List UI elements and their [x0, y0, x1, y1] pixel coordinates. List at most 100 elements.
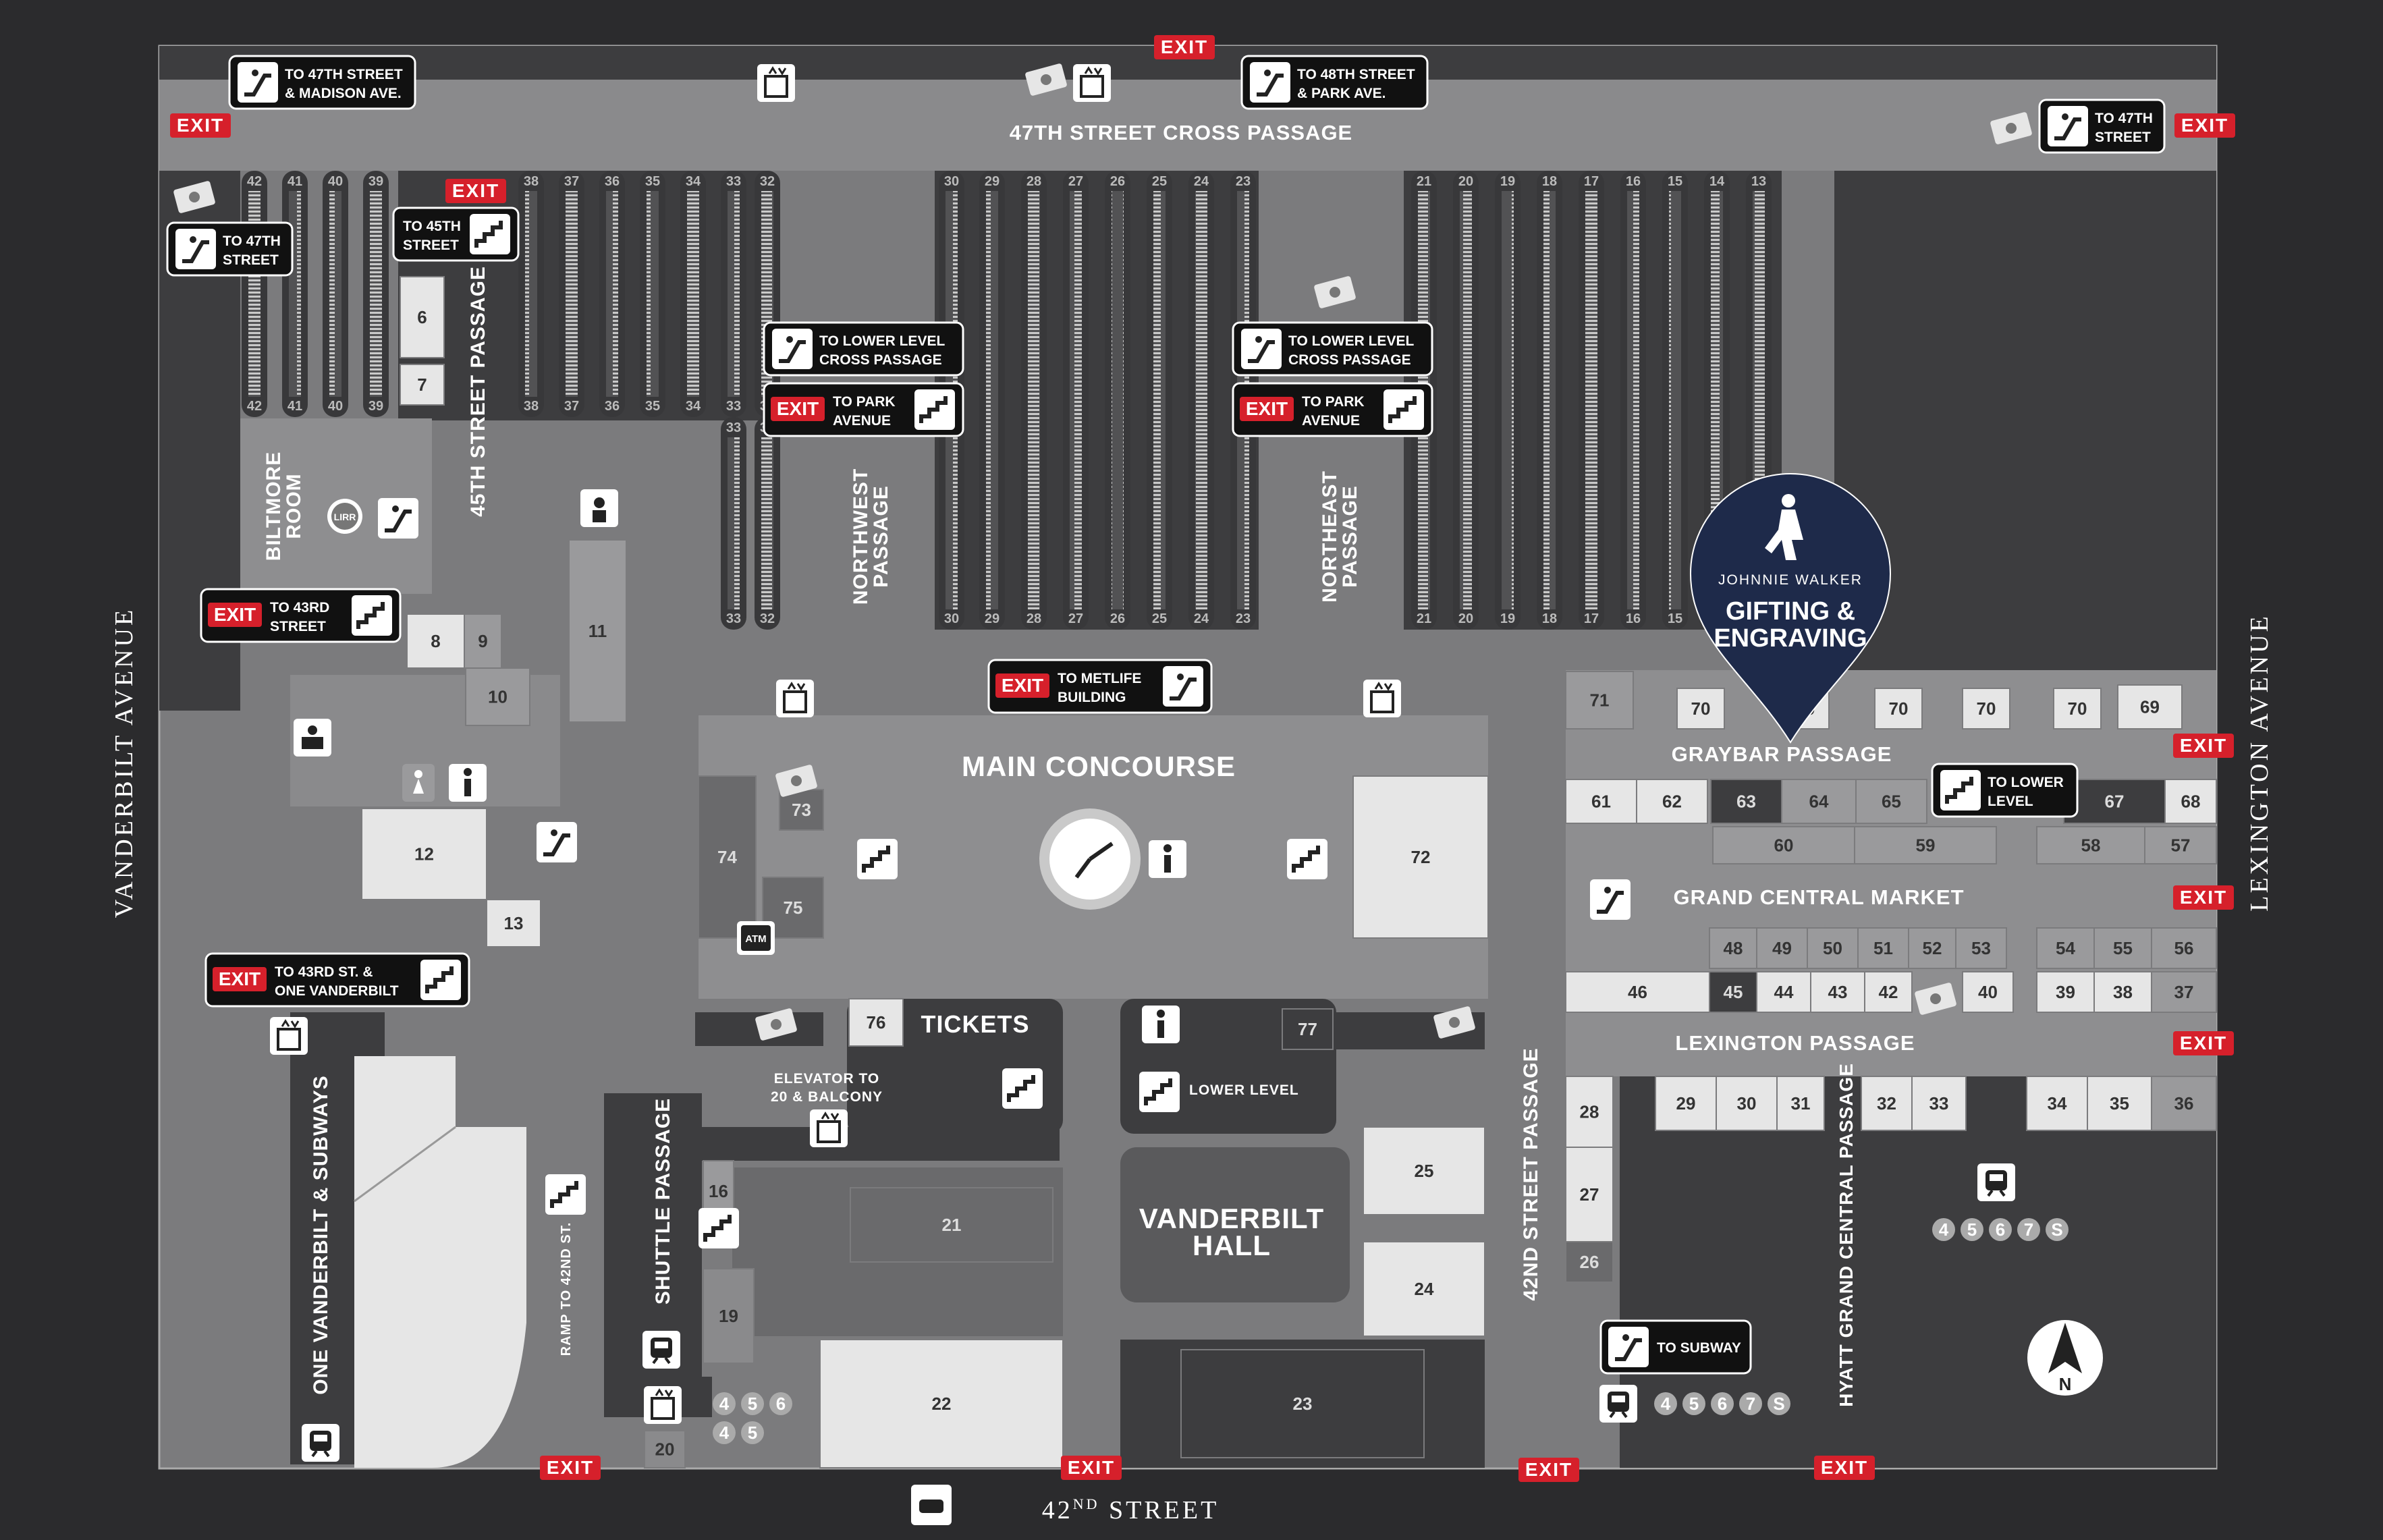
- lexington-passage-label: LEXINGTON PASSAGE: [1675, 1031, 1915, 1055]
- compass-north-label: N: [2059, 1374, 2072, 1394]
- sign-line-1: TO 47TH STREET: [285, 67, 403, 82]
- track-rails: [525, 191, 537, 397]
- tickets-label: TICKETS: [921, 1010, 1029, 1038]
- elevator-icon[interactable]: [1072, 63, 1112, 103]
- unit-30: [1716, 1076, 1778, 1131]
- direction-sign[interactable]: TO 48TH STREET& PARK AVE.: [1240, 55, 1429, 110]
- subway-icon[interactable]: [641, 1329, 682, 1370]
- unit-label: 72: [1411, 847, 1431, 867]
- info-icon[interactable]: [1149, 840, 1186, 878]
- subway-line-badge: [1682, 1392, 1705, 1415]
- stairs-icon[interactable]: [857, 839, 898, 879]
- stairs-icon[interactable]: [1287, 839, 1327, 879]
- elevator-icon[interactable]: [775, 678, 815, 719]
- elevator-icon[interactable]: [1362, 678, 1402, 719]
- direction-sign[interactable]: TO 47TH STREET& MADISON AVE.: [228, 55, 416, 110]
- exit-badge[interactable]: EXIT: [170, 113, 231, 138]
- subway-icon[interactable]: [1976, 1162, 2017, 1203]
- to-subway-sign[interactable]: TO SUBWAY: [1599, 1319, 1752, 1375]
- escalator-icon[interactable]: [378, 498, 418, 539]
- gifting-marker[interactable]: JOHNNIE WALKER GIFTING & ENGRAVING: [1689, 473, 1892, 744]
- exit-badge[interactable]: EXIT: [1814, 1456, 1875, 1480]
- unit-61: [1565, 779, 1637, 824]
- unit-label: 35: [2110, 1093, 2129, 1113]
- exit-badge[interactable]: EXIT: [2173, 734, 2234, 758]
- unit-23: [1180, 1349, 1425, 1458]
- biltmore-label-1: BILTMORE: [263, 451, 285, 561]
- exit-badge[interactable]: EXIT: [1154, 35, 1215, 59]
- elevator-icon[interactable]: [269, 1016, 309, 1056]
- unit-72: [1352, 775, 1489, 939]
- track-number: 40: [328, 174, 343, 189]
- exit-badge[interactable]: EXIT: [445, 179, 506, 203]
- track-rails: [1070, 191, 1082, 609]
- unit-label: 45: [1724, 982, 1743, 1002]
- track-number: 27: [1068, 611, 1083, 626]
- track-number: 17: [1584, 174, 1599, 189]
- subway-line-badge: [1739, 1392, 1762, 1415]
- elevator-icon[interactable]: [809, 1108, 849, 1149]
- unit-28: [1565, 1076, 1614, 1148]
- to-subway-label: TO SUBWAY: [1657, 1340, 1741, 1356]
- unit-70: [1676, 688, 1725, 730]
- subway-icon[interactable]: [300, 1423, 341, 1463]
- track-number: 28: [1026, 174, 1041, 189]
- exit-badge[interactable]: EXIT: [2174, 113, 2235, 138]
- unit-68: [2164, 779, 2217, 824]
- escalator-icon: [1608, 1327, 1649, 1367]
- track-number: 18: [1542, 611, 1557, 626]
- escalator-icon[interactable]: [537, 822, 577, 862]
- subway-line-badge: [713, 1421, 736, 1444]
- exit-badge[interactable]: EXIT: [1518, 1458, 1579, 1482]
- lower-level-icon[interactable]: [1139, 1072, 1180, 1112]
- ramp-icon[interactable]: [545, 1174, 586, 1215]
- track-number: 40: [328, 399, 343, 414]
- elevator-icon[interactable]: [642, 1385, 683, 1425]
- track-number: 36: [605, 399, 620, 414]
- lower-level-label: LOWER LEVEL: [1189, 1082, 1299, 1098]
- track-rails: [687, 191, 699, 397]
- elevator-icon[interactable]: [756, 63, 796, 103]
- track-number: 15: [1668, 174, 1682, 189]
- unit-46: [1565, 971, 1710, 1013]
- unit-label: 65: [1882, 792, 1901, 812]
- info-icon[interactable]: [1142, 1006, 1180, 1043]
- unit-label: 25: [1415, 1161, 1434, 1181]
- track-number: 33: [726, 611, 741, 626]
- escalator-icon[interactable]: [1590, 879, 1631, 920]
- down-ramp-icon[interactable]: [1002, 1068, 1043, 1109]
- stairs-icon[interactable]: [699, 1208, 739, 1248]
- unit-70: [2053, 688, 2102, 730]
- exit-badge[interactable]: EXIT: [1061, 1456, 1122, 1480]
- exit-badge[interactable]: EXIT: [540, 1456, 601, 1480]
- unit-40: [1962, 971, 2014, 1013]
- track-number: 30: [944, 174, 959, 189]
- gifting-marker-pin[interactable]: [1689, 473, 1892, 744]
- family-restroom-icon: [580, 489, 618, 527]
- subway-icon[interactable]: [1598, 1383, 1639, 1424]
- info-icon[interactable]: [449, 764, 487, 802]
- exit-label: EXIT: [214, 604, 256, 625]
- st42-passage-label: 42ND STREET PASSAGE: [1520, 1047, 1542, 1300]
- unit-38: [2093, 971, 2152, 1013]
- track-rails: [606, 191, 618, 397]
- exit-badge[interactable]: EXIT: [2173, 1031, 2234, 1055]
- atm-icon[interactable]: ATM: [737, 921, 775, 955]
- subway-line-label: 5: [1967, 1219, 1977, 1240]
- sign-line-1: TO LOWER LEVEL: [819, 333, 945, 349]
- taxi-icon: [911, 1485, 952, 1525]
- unit-label: 46: [1628, 982, 1647, 1002]
- exit-badge[interactable]: EXIT: [2173, 885, 2234, 910]
